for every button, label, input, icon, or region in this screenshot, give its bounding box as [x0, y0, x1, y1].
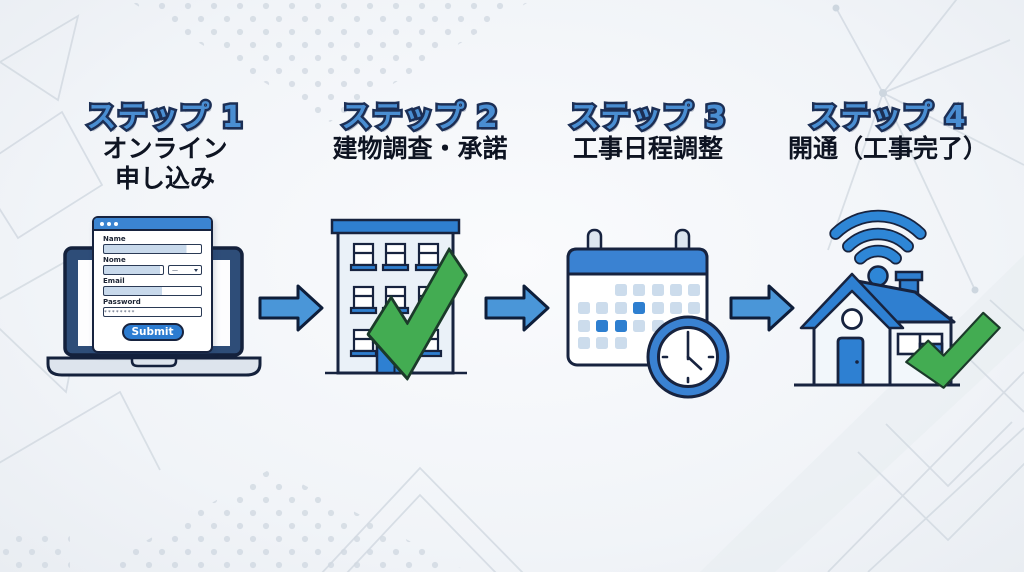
email-field-label: Email	[103, 276, 125, 285]
window-dot-icon	[107, 221, 111, 226]
step-2-label: ステップ 2	[339, 98, 500, 138]
flow-arrow-icon	[729, 284, 795, 332]
step-1-label: ステップ 1	[84, 98, 245, 138]
house-wifi-check-icon	[794, 209, 1001, 389]
select-value: —	[172, 266, 178, 274]
form-body: Name Nome — Email Password ******** Subm…	[94, 231, 211, 342]
step-1-title-line2: 申し込み	[114, 163, 215, 193]
name2-field-label: Nome	[103, 255, 126, 264]
step-1-title: オンライン 申し込み	[45, 134, 285, 193]
step-1-title-line1: オンライン	[102, 134, 228, 163]
password-input[interactable]: ********	[103, 307, 202, 318]
step-2-title: 建物調査・承諾	[332, 134, 508, 163]
door-icon	[836, 336, 865, 387]
name-input[interactable]	[103, 244, 202, 255]
password-field-label: Password	[103, 297, 141, 306]
clock-icon	[646, 315, 730, 399]
email-input[interactable]	[103, 286, 202, 297]
check-mark-icon	[905, 311, 1001, 389]
step-3-label: ステップ 3	[567, 98, 728, 138]
select-dropdown[interactable]: —	[168, 265, 202, 276]
calendar-clock-icon	[566, 228, 730, 399]
name2-input[interactable]	[103, 265, 164, 276]
window-titlebar	[94, 218, 211, 231]
signup-form-window: Name Nome — Email Password ******** Subm…	[92, 216, 213, 353]
step-3-title: 工事日程調整	[572, 134, 723, 163]
flow-arrow-icon	[484, 284, 550, 332]
building-check-icon	[325, 218, 468, 381]
wifi-icon	[829, 209, 927, 287]
submit-button[interactable]: Submit	[121, 323, 184, 342]
calendar-day-grid	[578, 284, 700, 349]
check-mark-icon	[366, 247, 468, 381]
flow-arrow-icon	[258, 284, 324, 332]
window-dot-icon	[114, 221, 118, 226]
window-dot-icon	[100, 221, 104, 226]
select-chevron-icon	[194, 268, 198, 272]
step-4-title: 開通（工事完了）	[787, 134, 988, 163]
round-window-icon	[841, 308, 863, 330]
step-4-label: ステップ 4	[807, 98, 968, 138]
name-field-label: Name	[103, 235, 126, 243]
